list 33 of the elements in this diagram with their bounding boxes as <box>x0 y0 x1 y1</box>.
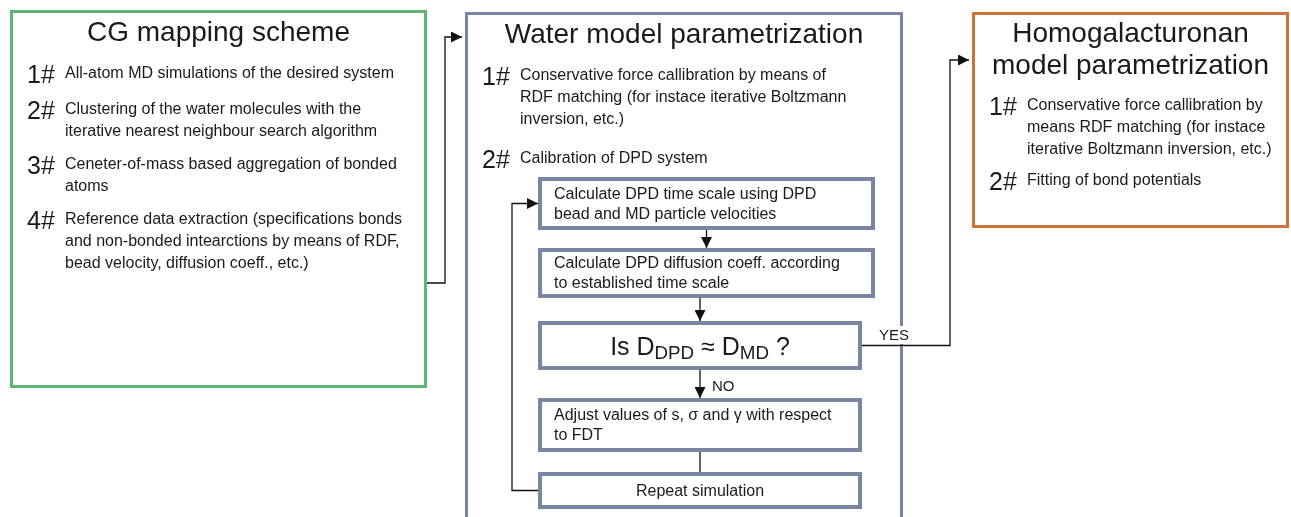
section-box <box>972 12 1289 228</box>
section-title: Water model parametrization <box>503 17 865 51</box>
process-box: Repeat simulation <box>538 472 862 509</box>
step-number: 2# <box>989 168 1018 194</box>
step-text: Reference data extraction (specifications bonds and non-bonded intearctions by means of RDF, bead velocity, diffusion coeff., etc.) <box>65 209 404 273</box>
section-title: Homogalacturonan model parametrization <box>991 17 1270 81</box>
process-box: Calculate DPD diffusion coeff. according to established time scale <box>538 248 875 298</box>
step-number: 1# <box>27 61 56 87</box>
process-box: Adjust values of s, σ and γ with respect to FDT <box>538 398 862 452</box>
connector-arrow <box>694 369 706 399</box>
step-number: 1# <box>989 93 1018 119</box>
step-text: Calibration of DPD system <box>520 148 709 168</box>
connector-arrow <box>701 229 712 249</box>
connector-arrow <box>861 54 970 347</box>
step-number: 2# <box>27 97 56 123</box>
step-text: Conservative force callibration by means RDF matching (for instace iterative Boltzmann inversion, etc.) <box>1027 95 1272 159</box>
step-number: 4# <box>27 207 56 233</box>
edge-label: YES <box>878 326 910 344</box>
section-title: CG mapping scheme <box>86 15 351 49</box>
process-box: Calculate DPD time scale using DPD bead and MD particle velocities <box>538 177 875 230</box>
step-text: Clustering of the water molecules with the iterative nearest neighbour search algorithm <box>65 99 379 141</box>
decision-box: Is D$_{DPD}$ ≈ D$_{MD}$ ? <box>538 321 862 370</box>
connector-arrow <box>694 297 706 322</box>
step-text: Fitting of bond potentials <box>1027 170 1203 190</box>
step-number: 1# <box>482 63 511 89</box>
connector-arrow <box>511 198 539 492</box>
step-text: All-atom MD simulations of the desired system <box>65 63 395 83</box>
section-box <box>10 10 427 388</box>
step-number: 2# <box>482 146 511 172</box>
step-text: Ceneter-of-mass based aggregation of bonded atoms <box>65 154 398 196</box>
step-text: Conservative force callibration by means of RDF matching (for instace iterative Boltzmann inversion, etc.) <box>520 65 848 129</box>
connector-arrow <box>426 31 463 284</box>
step-number: 3# <box>27 152 56 178</box>
